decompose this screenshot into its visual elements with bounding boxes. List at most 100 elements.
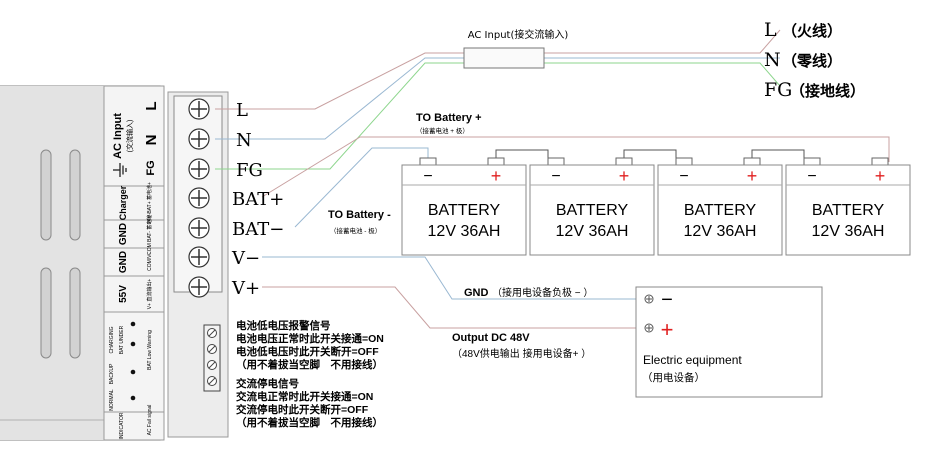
panel-55v: 55V: [118, 285, 129, 303]
terminal-label-bat-plus: BAT+: [232, 189, 284, 210]
bat-low-note-2: 电池电压正常时此开关接通=ON: [236, 332, 384, 345]
battery-1-plus: +: [491, 166, 502, 186]
led-bat-under: [130, 341, 136, 347]
battery-3-spec: 12V 36AH: [684, 223, 757, 240]
equipment-minus: −: [661, 289, 673, 311]
equipment-name-cn: （用电设备）: [642, 371, 705, 384]
panel-55v-sub: V+ 直流输出+: [146, 279, 153, 310]
battery-link-1: [495, 149, 549, 162]
gnd-label-cn: （接用电设备负极 − ）: [492, 286, 593, 299]
battery-3-name: BATTERY: [684, 202, 757, 219]
battery-3-plus: +: [747, 166, 758, 186]
wire-bat-plus: [261, 136, 890, 198]
signal-notes: 电池低电压报警信号 电池电压正常时此开关接通=ON 电池低电压时此开关断开=OF…: [236, 319, 384, 429]
terminal-label-l: L: [236, 100, 248, 121]
ac-line-n-cn: （零线）: [782, 52, 842, 70]
battery-4-name: BATTERY: [812, 202, 885, 219]
ac-line-l: L: [764, 19, 777, 41]
battery-2-spec: 12V 36AH: [556, 223, 629, 240]
ac-line-n: N: [764, 49, 781, 71]
ac-fail-note-4: （用不着拔当空脚 不用接线）: [236, 416, 383, 429]
ac-fuse-box: [463, 47, 545, 69]
battery-3: − + BATTERY 12V 36AH: [657, 157, 783, 256]
electric-equipment: − + Electric equipment （用电设备）: [635, 286, 823, 398]
battery-2: − + BATTERY 12V 36AH: [529, 157, 655, 256]
wire-fg: [215, 62, 781, 170]
battery-labels: TO Battery + （接蓄电池 + 极） TO Battery - （接蓄…: [328, 112, 482, 235]
output-labels: GND （接用电设备负极 − ） Output DC 48V （48V供电输出 …: [452, 286, 593, 360]
ac-input-label: AC Input(接交流输入): [468, 28, 569, 41]
battery-4-minus: −: [807, 168, 816, 185]
ac-fail-note-2: 交流电正常时此开关接通=ON: [236, 390, 373, 403]
battery-3-minus: −: [679, 168, 688, 185]
panel-gnd-1-sub: COM BAT- 蓄电池-: [146, 213, 153, 255]
terminal-label-bat-minus: BAT−: [232, 219, 284, 240]
ac-input-section: AC Input(接交流输入) L （火线） N （零线） FG （接地线）: [463, 19, 865, 101]
panel-n: N: [143, 135, 160, 146]
panel-normal: NORMAL: [109, 389, 115, 411]
to-battery-plus: TO Battery +: [416, 112, 482, 124]
terminal-l: L: [188, 98, 248, 121]
ac-line-fg: FG: [764, 79, 792, 101]
panel-ac-fail: AC Fail signal: [147, 405, 153, 436]
wire-dc: [262, 286, 650, 329]
panel-indicator: INDICATOR: [119, 412, 125, 439]
battery-1-minus: −: [423, 168, 432, 185]
panel-gnd-2: GND: [118, 251, 129, 273]
panel-gnd-2-sub: COM/V-: [147, 253, 153, 271]
battery-1: − + BATTERY 12V 36AH: [401, 157, 527, 256]
side-panel-labels: AC Input (交流输入) L N FG Charger 24V BAT+ …: [109, 101, 160, 439]
terminal-v-minus: V−: [188, 246, 260, 269]
ac-line-l-cn: （火线）: [782, 22, 842, 40]
bat-low-note-1: 电池低电压报警信号: [236, 319, 331, 332]
wire-gnd: [262, 256, 650, 300]
battery-2-name: BATTERY: [556, 202, 629, 219]
panel-l: L: [143, 101, 160, 110]
ground-icon: [113, 163, 127, 177]
vent-slots: [40, 149, 81, 359]
led-backup: [130, 369, 136, 375]
panel-fg: FG: [145, 160, 157, 175]
battery-2-minus: −: [551, 168, 560, 185]
terminal-block: L N FG BAT+ BAT−: [188, 98, 284, 299]
battery-1-name: BATTERY: [428, 202, 501, 219]
battery-link-3: [751, 149, 805, 162]
battery-bank: − + BATTERY 12V 36AH − + BATTERY 12V 36A…: [401, 157, 911, 256]
battery-2-plus: +: [619, 166, 630, 186]
output-dc-label-cn: （48V供电输出 接用电设备+ ）: [452, 347, 591, 360]
terminal-label-fg: FG: [236, 160, 263, 181]
battery-4: − + BATTERY 12V 36AH: [785, 157, 911, 256]
terminal-label-v-plus: V+: [231, 278, 260, 299]
wire-bat-minus: [294, 147, 429, 228]
panel-backup: BACKUP: [109, 363, 115, 384]
ac-fail-note-1: 交流停电信号: [236, 377, 299, 390]
panel-charger-sub: 24V BAT+ 蓄电池+: [146, 182, 153, 224]
ac-line-fg-cn: （接地线）: [790, 82, 865, 100]
to-battery-minus-cn: （接蓄电池 - 极）: [330, 226, 381, 235]
to-battery-minus: TO Battery -: [328, 209, 391, 221]
panel-gnd-1: GND: [118, 223, 129, 245]
panel-charger: Charger: [118, 185, 128, 220]
wire-l: [215, 29, 781, 110]
equipment-plus: +: [661, 317, 674, 342]
led-normal: [130, 395, 136, 401]
panel-bat-under: BAT UNDER: [119, 325, 125, 354]
battery-link-2: [623, 149, 677, 162]
output-dc-label: Output DC 48V: [452, 332, 530, 344]
led-charging: [130, 321, 136, 327]
wire-n: [215, 57, 780, 140]
signal-connector: [203, 324, 221, 392]
to-battery-plus-cn: （接蓄电池 + 极）: [416, 126, 469, 135]
panel-ac-input: AC Input: [112, 113, 124, 159]
terminal-label-v-minus: V−: [231, 248, 260, 269]
bat-low-note-3: 电池低电压时此开关断开=OFF: [236, 345, 379, 358]
terminal-bat-minus: BAT−: [188, 217, 284, 240]
terminal-v-plus: V+: [188, 276, 260, 299]
ac-fail-note-3: 交流停电时此开关断开=OFF: [236, 403, 369, 416]
terminal-bat-plus: BAT+: [188, 187, 284, 210]
battery-1-spec: 12V 36AH: [428, 223, 501, 240]
wires: [215, 29, 890, 329]
battery-4-plus: +: [875, 166, 886, 186]
bat-low-note-4: （用不着拔当空脚 不用接线）: [236, 358, 383, 371]
